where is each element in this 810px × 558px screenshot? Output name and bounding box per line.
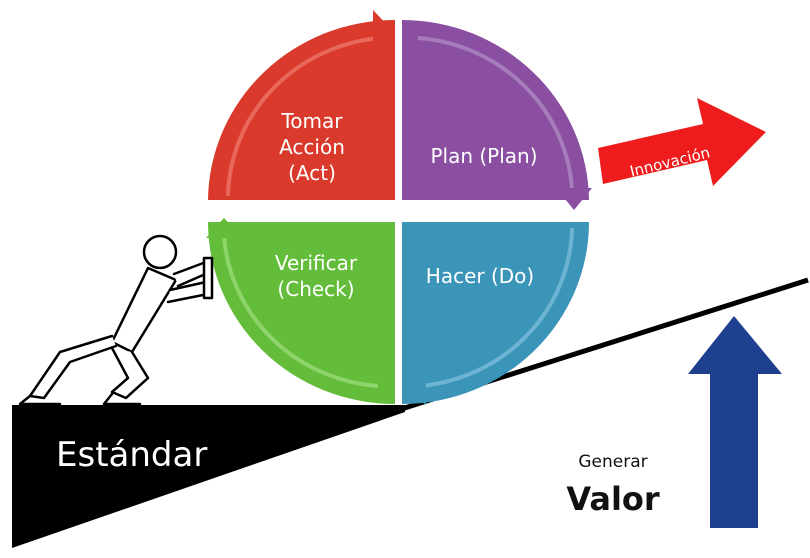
- standard-label: Estándar: [56, 435, 208, 475]
- check-arrowhead: [206, 218, 242, 238]
- do-arrow: [419, 227, 574, 388]
- quadrant-act: [208, 19, 395, 200]
- plan-label: Plan (Plan): [414, 143, 554, 169]
- plan-label-line-1: Plan (Plan): [430, 144, 538, 168]
- quadrant-do: [402, 222, 589, 404]
- value-label: Valor: [566, 480, 660, 518]
- check-label-line-2: (Check): [277, 277, 355, 301]
- pushing-person-icon: [18, 234, 214, 406]
- act-arrow: [226, 36, 381, 197]
- act-label-line-2: Acción: [279, 135, 345, 159]
- do-label: Hacer (Do): [410, 263, 550, 289]
- standard-wedge: [12, 405, 405, 548]
- plan-arrowhead: [556, 188, 592, 210]
- act-label-line-1: Tomar: [281, 109, 343, 133]
- generate-label: Generar: [578, 452, 648, 472]
- check-label-line-1: Verificar: [274, 251, 358, 275]
- act-label-line-3: (Act): [288, 161, 336, 185]
- do-arrowhead: [403, 367, 426, 405]
- value-arrow: [688, 316, 782, 528]
- innovation-arrow: [598, 98, 766, 186]
- check-arrow: [222, 235, 379, 388]
- act-arrowhead: [373, 10, 392, 50]
- check-label: Verificar (Check): [256, 250, 376, 302]
- quadrant-plan: [402, 19, 589, 200]
- do-label-line-1: Hacer (Do): [425, 264, 535, 288]
- quadrant-check: [208, 222, 395, 404]
- plan-arrow: [417, 36, 574, 191]
- act-label: Tomar Acción (Act): [262, 108, 362, 186]
